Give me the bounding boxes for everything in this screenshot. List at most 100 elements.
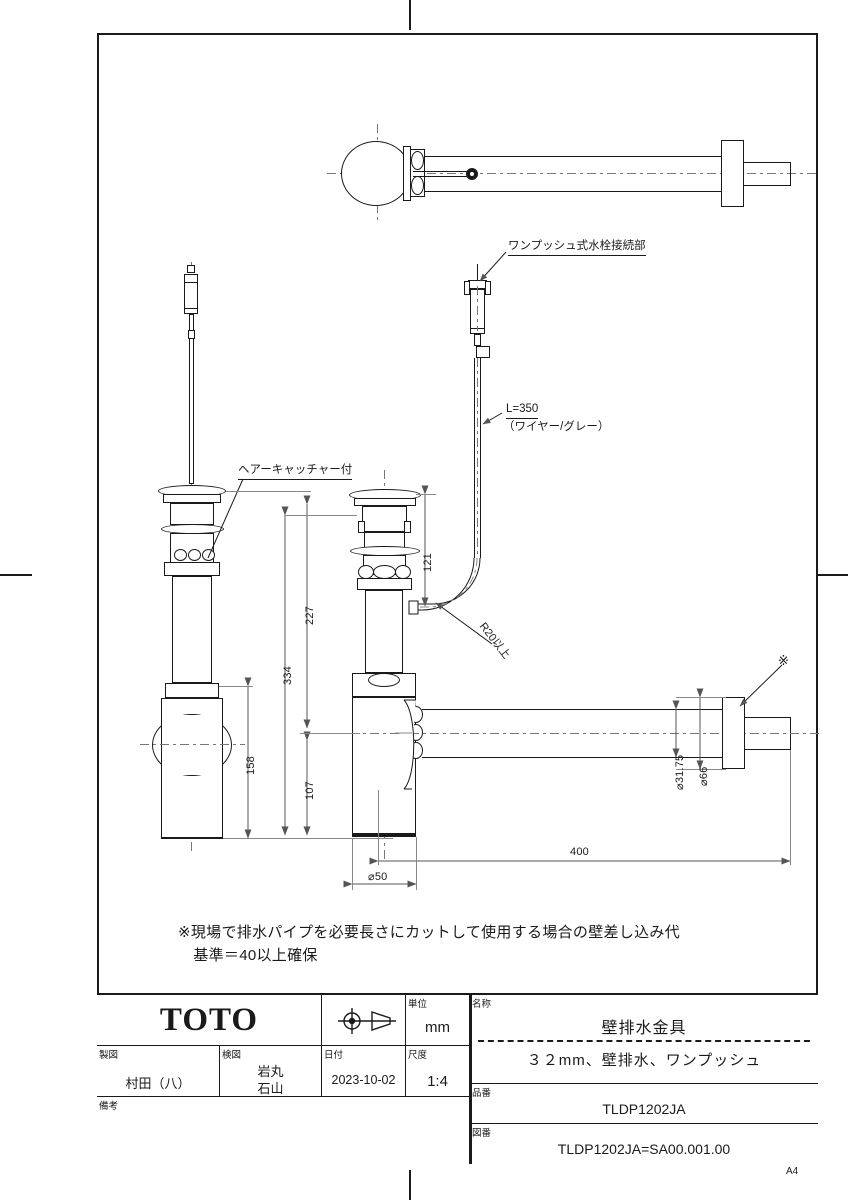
dim-lower-height: 107 [304,781,316,800]
dim-trap-height: 158 [245,756,257,775]
ext-line-top-popup [285,515,357,516]
popup-spring-clip-l [358,521,365,533]
plan-wall-flange [721,140,744,207]
left-trap-edge-l [161,698,162,838]
drawing-no-value: TLDP1202JA=SA00.001.00 [557,1141,731,1157]
logo-cell: TOTO [97,995,322,1046]
plan-pull-rod-upper [413,171,468,172]
name-header: 名称 [472,999,492,1010]
dim-popup-height: 121 [422,553,434,572]
left-knob-band-2 [184,308,198,309]
toto-logo: TOTO [159,1001,259,1038]
note-line-1: ※現場で排水パイプを必要長さにカットして使用する場合の壁差し込み代 [178,924,681,941]
ext-line-popup-top [416,494,436,495]
scale-header: 尺度 [408,1050,428,1061]
left-lift-rod [189,314,194,484]
center-trap-barrel [352,697,416,837]
left-trap-edge-r [222,698,223,838]
drawn-cell: 製図 村田（八） [97,1046,220,1097]
part-header: 品番 [472,1088,492,1099]
dim-pipe-outer-dia: ⌀31.75 [674,754,686,790]
plan-cleanout-nut-top [411,151,424,170]
left-trap-collar [165,683,219,698]
ext-line-bottom [223,838,393,839]
drawn-value: 村田（八） [125,1076,191,1091]
plan-pull-rod-lower [413,176,468,177]
wire-ferrule [474,334,481,346]
first-angle-projection-icon [338,1008,396,1034]
center-collar-cone [368,673,400,687]
drawn-header: 製図 [99,1050,119,1061]
wire-outer-right [480,358,481,558]
ext-line-400-right [790,750,791,865]
dim-overall-height: 334 [282,666,294,685]
checked-header: 検図 [222,1050,242,1061]
ext-line-flange-top [676,697,726,698]
plan-pipe-top-edge [424,156,721,157]
left-hair-catcher-ball-3 [202,549,215,561]
scale-cell: 尺度 1:4 [406,1046,470,1097]
plan-pipe-end-cap [790,162,791,186]
ext-line-flange-bottom [676,769,726,770]
connector-clip-left [464,281,470,295]
left-lock-nut [164,562,220,576]
ext-line-outlet-axis [300,733,360,734]
plan-pipe-top-edge-2 [744,162,791,163]
left-rod-collar [188,330,195,339]
popup-ball-mid [373,565,396,579]
callout-one-push-connection: ワンプッシュ式水栓接続部 [508,239,646,256]
left-knob-tip [187,265,195,273]
dim-upper-height: 227 [304,606,316,625]
drawing-no-header: 図番 [472,1128,492,1139]
wire-clamp [476,346,490,358]
part-cell: 品番 TLDP1202JA [470,1084,818,1124]
sheet-note: ※現場で排水パイプを必要長さにカットして使用する場合の壁差し込み代 基準＝40以… [178,921,680,968]
connector-centerline [477,286,478,331]
plan-rod-joint-inner [469,171,475,177]
left-trap-bottom [161,838,223,839]
plan-centerline-h [327,173,817,174]
wire-outer-left [474,358,475,558]
callout-wire-length: L=350 [506,402,539,419]
ext-line-400-left [378,790,379,865]
sheet-size-label: A4 [786,1166,799,1177]
center-wall-flange [722,697,745,769]
connector-clip-right [485,281,491,295]
crop-tick-top [409,0,411,30]
connector-stem [477,264,478,282]
checked-value-2: 石山 [257,1081,284,1096]
callout-wire-spec: （ワイヤー/グレー） [503,421,610,433]
left-drain-neck [170,503,214,525]
popup-spring-clip-r [404,521,411,533]
unit-header: 単位 [408,999,428,1010]
plan-cleanout-nut-bottom [411,176,424,195]
date-header: 日付 [324,1050,344,1061]
unit-cell: 単位 mm [406,995,470,1046]
crop-tick-left [0,574,32,576]
name-divider [478,1040,810,1042]
crop-tick-bottom [409,1170,411,1200]
ext-line-trap-top [219,686,253,687]
ext-line-top-left [226,491,311,492]
popup-ball-right [395,565,411,579]
ext-line-drain-left [352,838,353,890]
wire-core-centerline [477,358,478,558]
left-tailpiece [172,576,212,683]
dim-drain-bore: ⌀50 [368,871,388,883]
center-outlet-top-2 [745,717,791,718]
plan-trap-body [341,141,411,206]
name-value-1: 壁排水金具 [601,1020,687,1037]
center-nut-bottom [409,742,423,759]
left-drain-flange-skirt [163,494,221,503]
popup-cap-skirt [354,498,416,506]
center-tailpiece [365,590,403,673]
center-outlet-axis [330,733,820,734]
dim-outlet-length: 400 [570,846,589,858]
name-value-2: ３２mm、壁排水、ワンプッシュ [526,1052,762,1069]
center-outlet-bottom [422,757,722,758]
scale-value: 1:4 [427,1073,448,1090]
plan-pipe-bottom-edge-2 [744,185,791,186]
date-value: 2023-10-02 [331,1073,396,1087]
plan-pipe-bottom-edge [424,191,721,192]
